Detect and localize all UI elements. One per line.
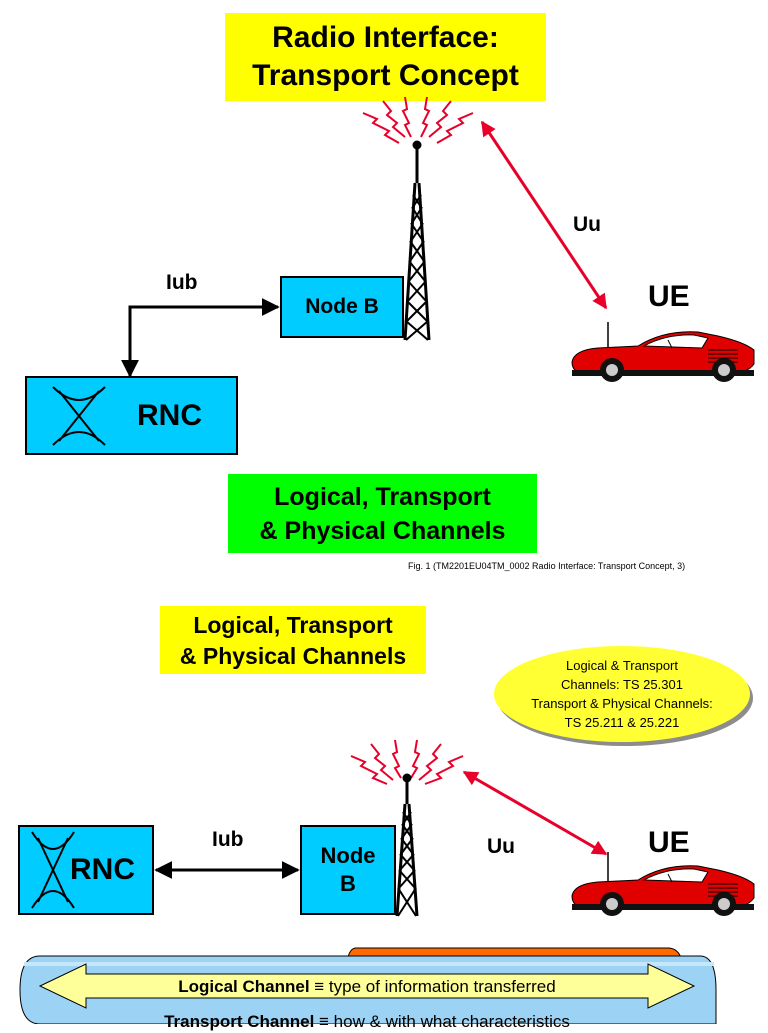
spec-reference-ellipse: Logical & Transport Channels: TS 25.301 … <box>494 646 750 742</box>
bottom-nodeb-line2: B <box>340 871 356 896</box>
radio-tower-icon-bottom <box>350 739 464 917</box>
bottom-title: Logical, Transport & Physical Channels <box>160 606 426 674</box>
iub-connector-arrow <box>121 298 280 378</box>
bottom-nodeb-line1: Node <box>320 843 376 868</box>
logical-channel-definition: Logical Channel ≡ type of information tr… <box>86 976 648 998</box>
bottom-nodeb-box: Node B <box>300 825 396 915</box>
top-iub-label: Iub <box>166 271 198 294</box>
bottom-rnc-box: RNC <box>18 825 154 915</box>
spec-line2: Channels: TS 25.301 <box>561 677 683 692</box>
car-icon <box>571 322 755 382</box>
bottom-uu-label: Uu <box>487 835 515 858</box>
top-channels-line1: Logical, Transport <box>274 483 491 511</box>
rnc-switch-icon-bottom <box>31 831 75 909</box>
car-icon-bottom <box>571 852 755 916</box>
top-nodeb-box: Node B <box>280 276 404 338</box>
top-title: Radio Interface: Transport Concept <box>225 13 546 101</box>
top-rnc-label: RNC <box>137 398 202 432</box>
top-channels-line2: & Physical Channels <box>259 517 506 545</box>
spec-line4: TS 25.211 & 25.221 <box>564 715 680 730</box>
channel-pipes-graphic <box>19 947 717 1024</box>
bottom-title-line2: & Physical Channels <box>179 643 407 669</box>
transport-channel-term: Transport Channel <box>164 1012 315 1031</box>
spec-line3: Transport & Physical Channels: <box>531 696 713 711</box>
figure-caption: Fig. 1 (TM2201EU04TM_0002 Radio Interfac… <box>408 561 686 571</box>
logical-channel-desc: ≡ type of information transferred <box>309 977 556 996</box>
top-nodeb-label: Node B <box>305 295 379 318</box>
uu-link-arrow <box>480 120 608 310</box>
transport-channel-desc: ≡ how & with what characteristics <box>314 1012 570 1031</box>
iub-link-arrow-bottom <box>154 861 300 879</box>
bottom-iub-label: Iub <box>212 828 244 851</box>
top-title-line2: Transport Concept <box>252 59 519 92</box>
rnc-switch-icon <box>52 385 106 446</box>
top-title-line1: Radio Interface: <box>272 21 499 54</box>
bottom-ue-label: UE <box>648 826 690 859</box>
logical-channel-term: Logical Channel <box>178 977 310 996</box>
bottom-title-line1: Logical, Transport <box>193 612 393 638</box>
top-rnc-box: RNC <box>25 376 238 455</box>
transport-channel-definition: Transport Channel ≡ how & with what char… <box>86 1011 648 1033</box>
top-uu-label: Uu <box>573 213 601 236</box>
radio-tower-icon <box>362 96 474 341</box>
spec-line1: Logical & Transport <box>565 658 678 673</box>
top-channels-box: Logical, Transport & Physical Channels <box>228 474 537 553</box>
uu-link-arrow-bottom <box>462 770 608 856</box>
bottom-rnc-label: RNC <box>70 853 135 886</box>
top-ue-label: UE <box>648 280 690 313</box>
